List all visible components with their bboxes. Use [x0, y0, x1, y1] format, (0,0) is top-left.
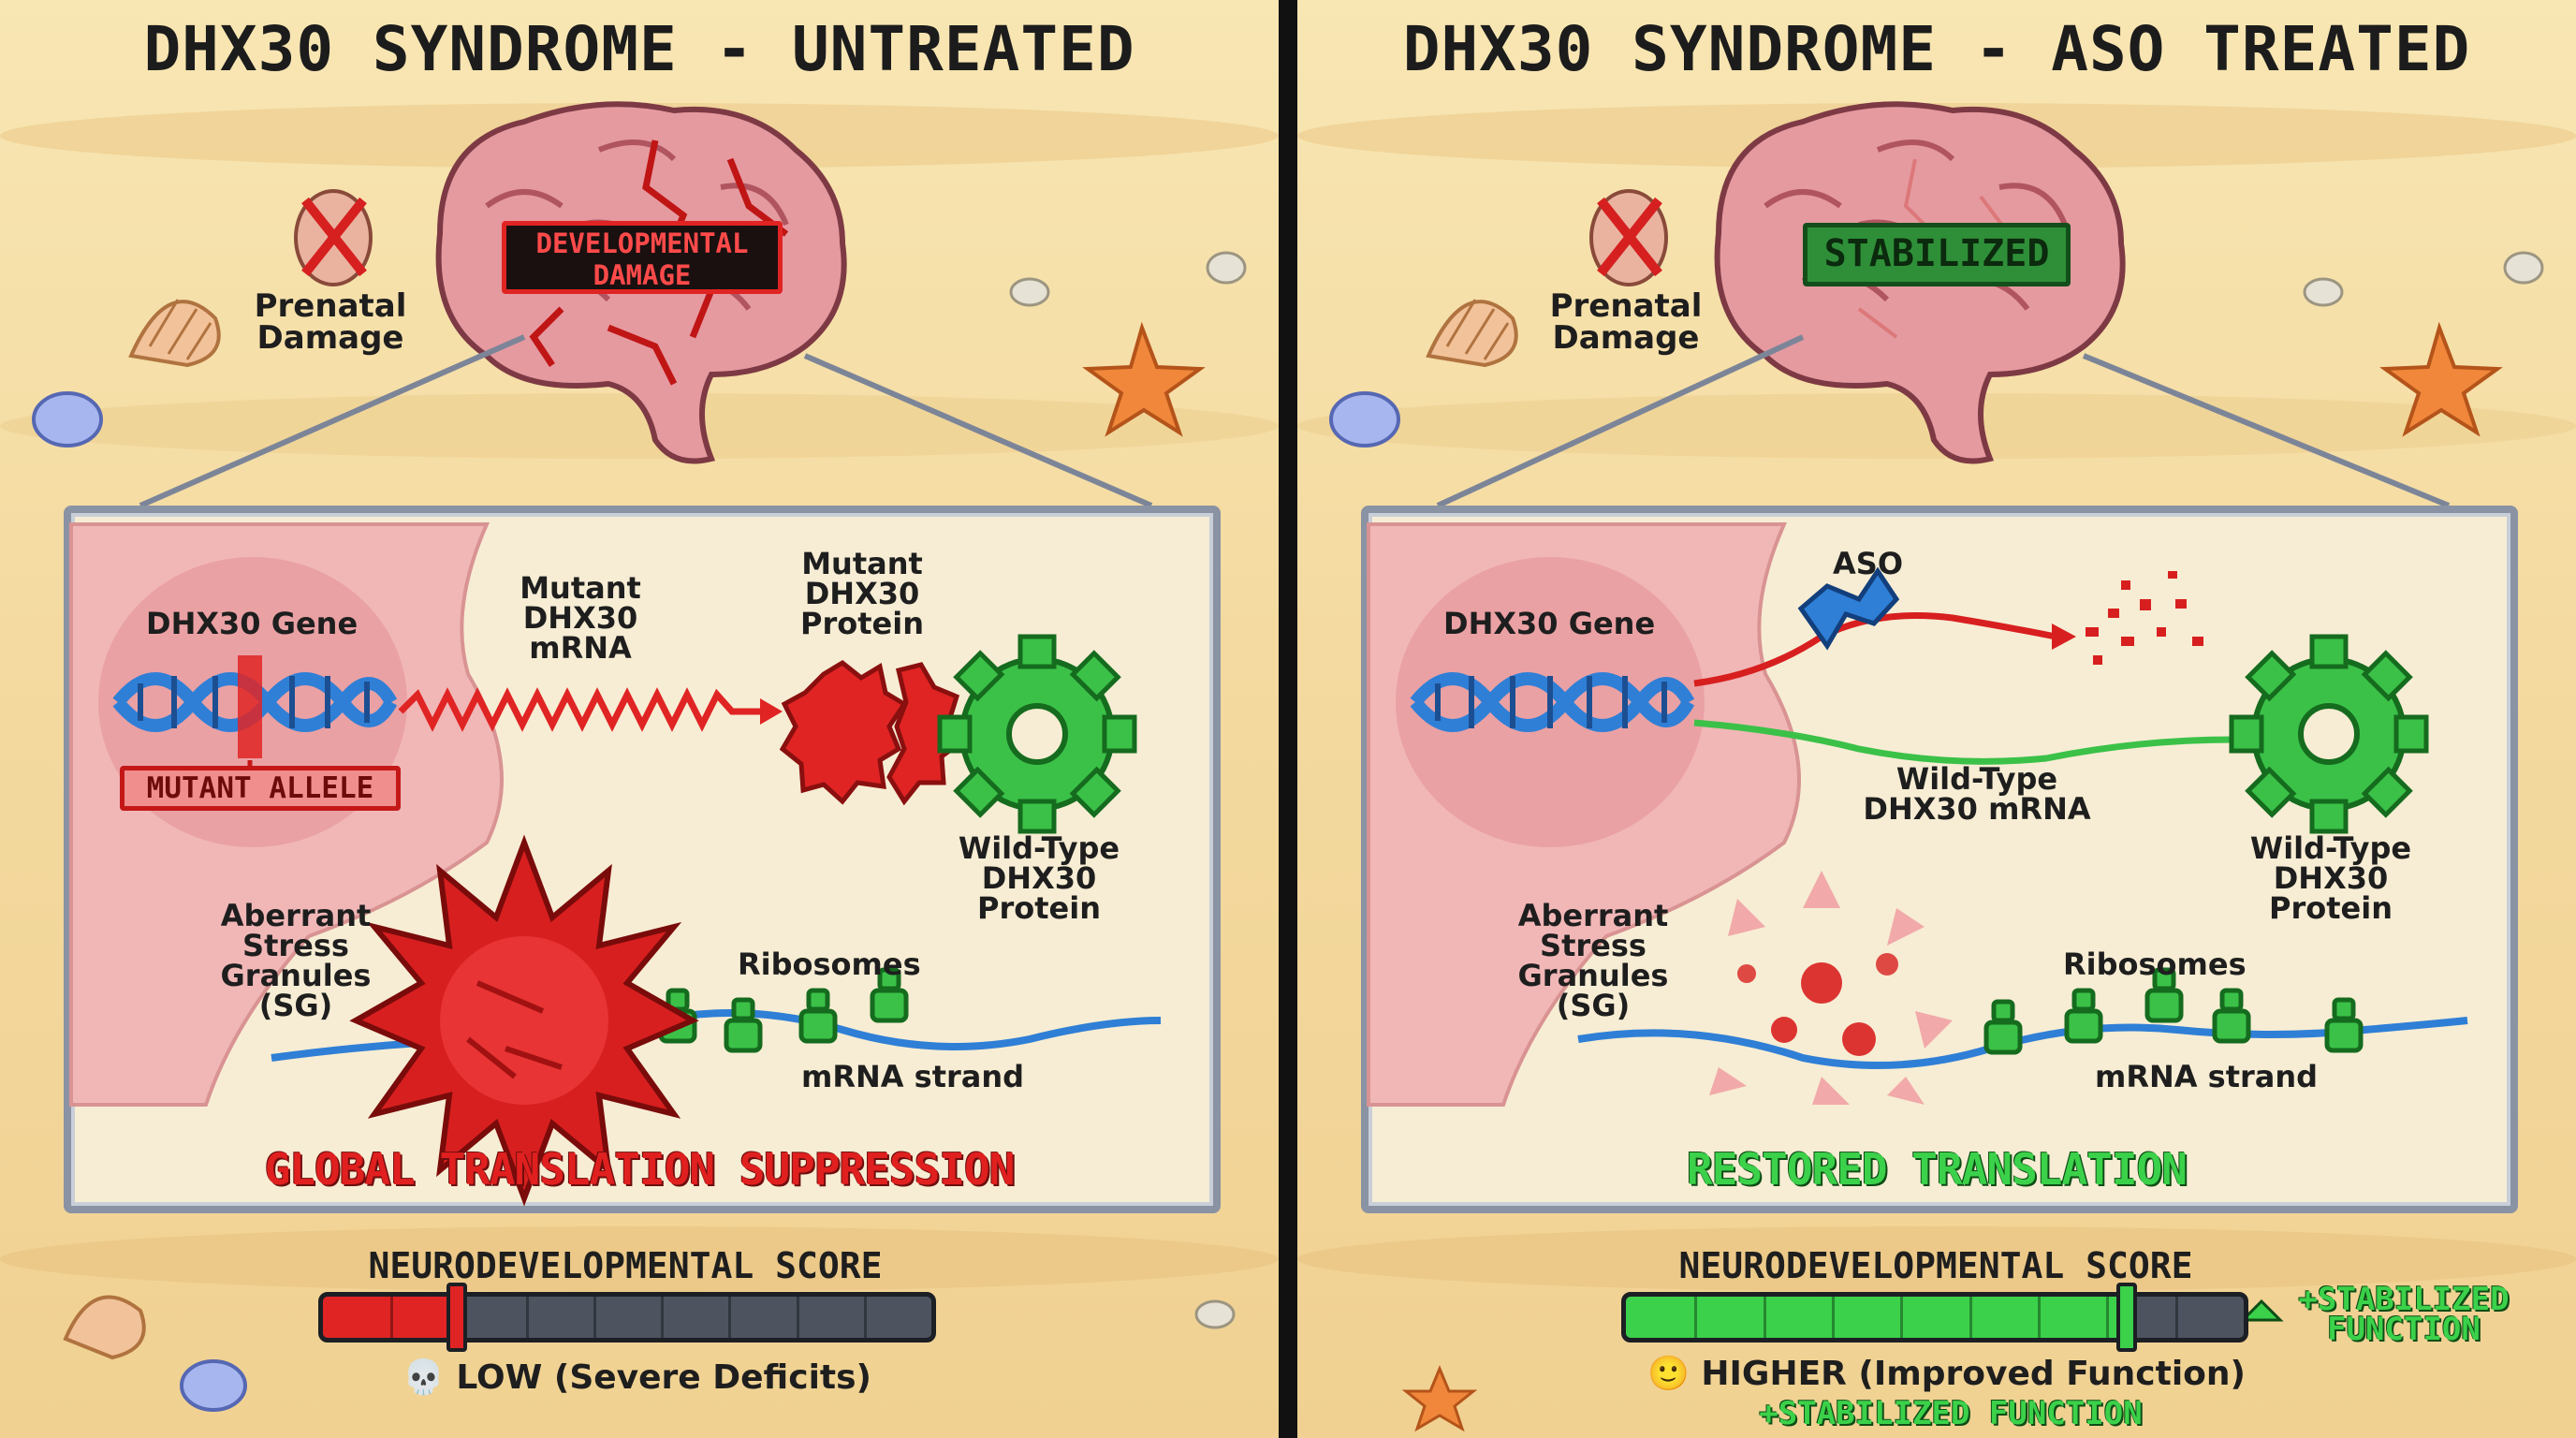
score-bar-segment: [2038, 1297, 2041, 1338]
score-bar-segment: [661, 1297, 665, 1338]
score-bar-segment: [728, 1297, 732, 1338]
score-bar-segment: [1832, 1297, 1835, 1338]
score-bar-segment: [390, 1297, 394, 1338]
prenatal-damage-label: Prenatal Damage: [1549, 287, 1703, 357]
untreated-title: DHX30 SYNDROME - UNTREATED: [143, 13, 1135, 85]
score-bar: [1621, 1292, 2248, 1343]
score-bar-fill: [1626, 1297, 2127, 1338]
score-bar-segment: [863, 1297, 867, 1338]
mutant-protein-label: Mutant DHX30 Protein: [800, 546, 924, 641]
seashell-icon: [63, 1295, 146, 1360]
treated-panel: DHX30 SYNDROME - ASO TREATED STABILIZED: [1297, 0, 2576, 1438]
stabilized-badge: STABILIZED: [1803, 223, 2071, 286]
dna-helix-icon: [112, 655, 398, 770]
stabilized-function-badge: +STABILIZED FUNCTION: [1759, 1395, 2143, 1432]
left-sand-decor: [63, 1295, 1236, 1412]
mrna-strand-label: mRNA strand: [801, 1059, 1025, 1094]
wildtype-protein-gear-icon: [937, 634, 1137, 834]
blue-shell-icon: [1329, 391, 1400, 448]
dhx30-gene-label: DHX30 Gene: [146, 606, 359, 641]
score-title: NEURODEVELOPMENTAL SCORE: [368, 1245, 883, 1286]
untreated-panel: DHX30 SYNDROME - UNTREATED: [0, 0, 1279, 1438]
dna-helix-icon: [1410, 672, 1695, 732]
mrna-strand-label: mRNA strand: [2095, 1059, 2319, 1094]
score-bar-segment: [1694, 1297, 1698, 1338]
score-marker: [446, 1283, 467, 1352]
prenatal-damage-label: Prenatal Damage: [254, 287, 407, 357]
mutant-allele-badge: MUTANT ALLELE: [120, 766, 401, 811]
score-bar-segment: [1900, 1297, 1904, 1338]
translation-caption: RESTORED TRANSLATION: [1687, 1144, 2188, 1195]
ribosomes-label: Ribosomes: [2063, 946, 2247, 982]
blue-shell-icon: [32, 391, 103, 448]
aso-label: ASO: [1833, 546, 1904, 581]
wildtype-protein-gear-icon: [2229, 634, 2429, 834]
aso-icon: [1797, 566, 1900, 651]
score-marker: [2115, 1283, 2137, 1352]
starfish-icon: [1401, 1365, 1478, 1432]
score-bar-segment: [525, 1297, 529, 1338]
treated-title: DHX30 SYNDROME - ASO TREATED: [1402, 13, 2471, 85]
score-bar-segment: [1969, 1297, 1972, 1338]
dissolving-granule-icon: [1709, 871, 1953, 1105]
score-bar-fill: [323, 1297, 457, 1338]
mutant-mrna-wave: [398, 687, 760, 732]
ribosomes-label: Ribosomes: [738, 946, 921, 982]
score-title: NEURODEVELOPMENTAL SCORE: [1678, 1245, 2193, 1286]
stress-granule-icon: [349, 834, 699, 1207]
ribosome-icons: [1983, 967, 2364, 1055]
mrna-strand: [1577, 1017, 2468, 1069]
right-sand-decor: [1401, 1299, 2284, 1432]
seashell-icon: [1426, 299, 1518, 368]
blue-shell-icon: [180, 1359, 247, 1412]
seashell-icon: [128, 299, 221, 368]
mutant-mrna-label: Mutant DHX30 mRNA: [520, 570, 641, 666]
score-status: 🙂 HIGHER (Improved Function): [1647, 1354, 2246, 1393]
score-status: 💀 LOW (Severe Deficits): [402, 1357, 871, 1397]
pebble-icon: [1194, 1299, 1236, 1329]
score-status-text: HIGHER (Improved Function): [1701, 1355, 2246, 1393]
starfish-icon: [2379, 321, 2503, 437]
stress-granules-label: Aberrant Stress Granules (SG): [220, 898, 372, 1023]
wildtype-mrna-label: Wild-Type DHX30 mRNA: [1863, 761, 2091, 827]
score-bar-segment: [2106, 1297, 2110, 1338]
prenatal-damage-icon: [294, 189, 373, 286]
translation-caption: GLOBAL TRANSLATION SUPPRESSION: [264, 1144, 1016, 1195]
broken-protein-icon: [779, 659, 966, 806]
score-status-text: LOW (Severe Deficits): [456, 1358, 872, 1397]
score-bar-segment: [796, 1297, 799, 1338]
developmental-damage-badge: DEVELOPMENTAL DAMAGE: [502, 221, 783, 294]
panel-divider: [1279, 0, 1297, 1438]
score-bar-segment: [1763, 1297, 1766, 1338]
starfish-icon: [1082, 321, 1206, 437]
pebble-icon: [2303, 251, 2544, 307]
pebble-icon: [1009, 251, 1247, 307]
score-bar-segment: [593, 1297, 596, 1338]
wildtype-mrna-strand: [1693, 719, 2261, 765]
ribosome-icons: [658, 967, 909, 1053]
dhx30-gene-label: DHX30 Gene: [1443, 606, 1656, 641]
score-bar-segment: [2174, 1297, 2178, 1338]
stress-granules-label: Aberrant Stress Granules (SG): [1517, 898, 1669, 1023]
skull-icon: 💀: [402, 1358, 445, 1397]
treated-cell-diagram: [1367, 522, 2468, 1107]
score-bar: [318, 1292, 936, 1343]
smiley-icon: 🙂: [1647, 1355, 1690, 1393]
degraded-mrna-fragments: [2086, 571, 2203, 665]
up-arrow-icon: [2239, 1299, 2284, 1322]
wildtype-protein-label: Wild-Type DHX30 Protein: [2249, 830, 2412, 926]
wildtype-protein-label: Wild-Type DHX30 Protein: [958, 830, 1120, 926]
stabilized-function-side-badge: +STABILIZED FUNCTION: [2298, 1281, 2510, 1349]
prenatal-damage-icon: [1589, 189, 1668, 286]
